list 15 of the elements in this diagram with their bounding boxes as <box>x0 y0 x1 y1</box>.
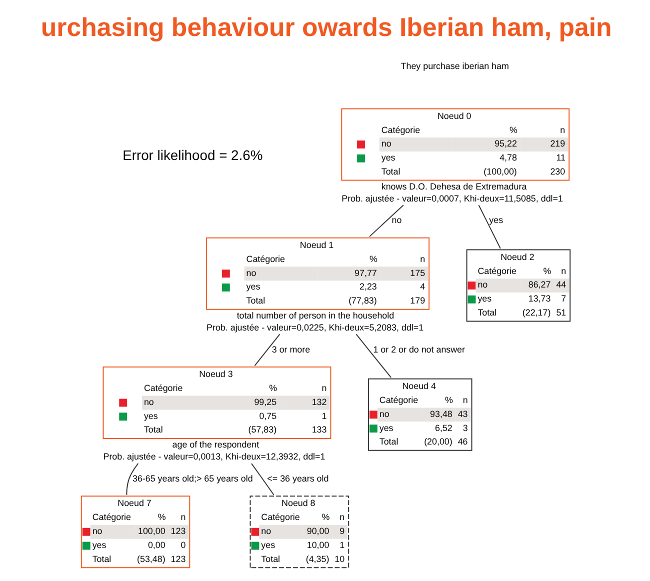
edge-label: 1 or 2 or do not answer <box>372 344 464 354</box>
node-label: Prob. ajustée - valeur=0,0013, Khi-deux=12,3932, ddl=1 <box>102 452 325 462</box>
label: They purchase iberian ham <box>400 61 508 72</box>
edge-label: 3 or more <box>271 344 310 354</box>
node-label: knows D.O. Dehesa de Extremadura <box>380 181 526 192</box>
edge-label: no <box>391 215 402 226</box>
node-label: Prob. ajustée - valeur=0,0007, Khi-deux=11,5085, ddl=1 <box>341 193 562 204</box>
node-label: Prob. ajustée - valeur=0,0225, Khi-deux=5,2083, ddl=1 <box>206 322 424 332</box>
node-label: total number of person in the household <box>236 310 394 321</box>
edge-label: yes <box>488 215 503 226</box>
edge-label: 36-65 years old;> 65 years old <box>132 473 252 484</box>
label: Error likelihood = 2.6% <box>122 147 262 164</box>
diagram-title: urchasing behaviour owards Iberian ham, pain <box>40 14 612 42</box>
edge-label: <= 36 years old <box>266 473 328 484</box>
node-label: age of the respondent <box>172 440 259 450</box>
